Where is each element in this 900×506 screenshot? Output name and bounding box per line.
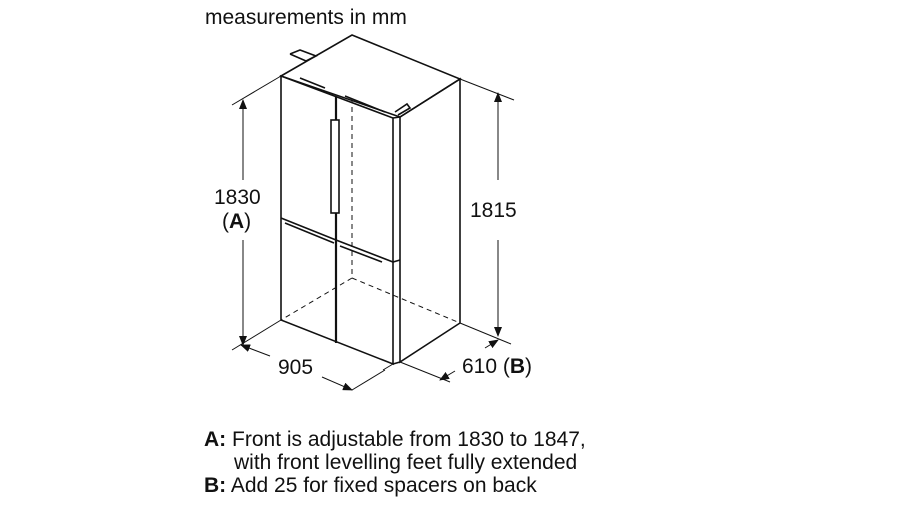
note-a: A: Front is adjustable from 1830 to 1847… <box>204 428 586 451</box>
dimension-lines <box>231 75 515 391</box>
height-front-note: (A) <box>222 210 252 233</box>
note-a-continued: with front levelling feet fully extended <box>234 451 578 474</box>
width-value: 905 <box>278 356 314 379</box>
note-b: B: Add 25 for fixed spacers on back <box>204 474 537 497</box>
diagram-title: measurements in mm <box>205 6 407 29</box>
height-back-value: 1815 <box>470 199 517 222</box>
fridge-body <box>279 34 462 366</box>
depth-label: 610 (B) <box>462 355 533 378</box>
height-front-value: 1830 <box>214 186 261 209</box>
